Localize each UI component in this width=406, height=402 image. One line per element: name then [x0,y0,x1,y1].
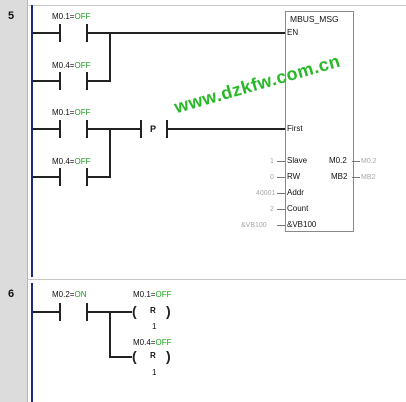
contact-label[interactable]: M0.4=OFF [52,61,91,70]
pin-stub [352,177,360,178]
wire [88,80,110,82]
wire-to-first [168,128,285,130]
positive-edge-contact[interactable] [166,120,168,138]
normally-open-contact[interactable] [59,24,61,42]
network-gutter [0,0,28,402]
wire [109,356,132,358]
edge-label: P [150,124,157,134]
pin-addr: Addr [287,188,304,197]
pin-stub [352,161,360,162]
param-value-rw[interactable]: 0 [270,174,274,181]
network-separator [27,279,406,280]
pin-stub [277,177,285,178]
power-rail [31,283,33,402]
normally-open-contact[interactable] [86,72,88,90]
normally-open-contact[interactable] [59,168,61,186]
normally-open-contact[interactable] [59,72,61,90]
contact-label[interactable]: M0.1=OFF [52,12,91,21]
coil-label[interactable]: M0.4=OFF [133,338,172,347]
wire [33,80,59,82]
coil-type: R [150,306,156,315]
mbus-msg-block[interactable] [285,11,354,232]
network-number: 6 [8,288,15,300]
param-value-data-ptr[interactable]: &VB100 [241,222,267,229]
pin-done: M0.2 [329,156,347,165]
coil-type: R [150,351,156,360]
coil-count[interactable]: 1 [152,322,157,331]
pin-stub [277,225,285,226]
reset-coil[interactable]: ) [166,303,171,319]
positive-edge-contact[interactable] [140,120,142,138]
normally-open-contact[interactable] [86,303,88,321]
pin-count: Count [287,204,309,213]
param-value-count[interactable]: 2 [270,206,274,213]
network-separator [27,5,406,6]
wire [33,32,59,34]
pin-stub [277,209,285,210]
reset-coil[interactable]: ( [132,348,137,364]
param-value-addr[interactable]: 40001 [256,190,276,197]
pin-en: EN [287,28,299,37]
branch-wire [109,32,111,82]
reset-coil[interactable]: ( [132,303,137,319]
branch-wire [109,311,111,357]
contact-label[interactable]: M0.4=OFF [52,157,91,166]
wire [33,128,59,130]
pin-data-ptr: &VB100 [287,220,317,229]
pin-stub [277,193,285,194]
contact-label[interactable]: M0.2=ON [52,290,87,299]
normally-open-contact[interactable] [86,24,88,42]
coil-label[interactable]: M0.1=OFF [133,290,172,299]
network-number: 5 [8,10,15,22]
block-title: MBUS_MSG [290,14,339,24]
wire [88,176,110,178]
pin-slave: Slave [287,156,308,165]
pin-rw: RW [287,172,301,181]
wire [33,311,59,313]
pin-error: MB2 [331,172,348,181]
reset-coil[interactable]: ) [166,348,171,364]
normally-open-contact[interactable] [59,303,61,321]
coil-count[interactable]: 1 [152,368,157,377]
pin-first: First [287,124,303,133]
normally-open-contact[interactable] [59,120,61,138]
contact-label[interactable]: M0.1=OFF [52,108,91,117]
wire-to-en [88,32,285,34]
pin-stub [277,161,285,162]
wire [33,176,59,178]
normally-open-contact[interactable] [86,120,88,138]
param-value-slave[interactable]: 1 [270,158,274,165]
wire [88,128,140,130]
power-rail [31,5,33,277]
param-value-done[interactable]: M0.2 [361,158,377,165]
param-value-error[interactable]: MB2 [361,174,376,181]
normally-open-contact[interactable] [86,168,88,186]
branch-wire [109,128,111,178]
